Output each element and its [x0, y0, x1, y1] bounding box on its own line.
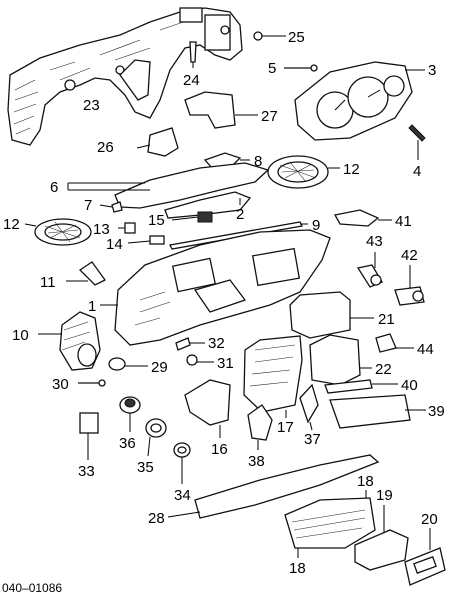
callout-36: 36	[119, 435, 136, 452]
bracket-part-16	[184, 379, 231, 438]
callout-9: 9	[312, 217, 320, 234]
lower-trim-part-28	[167, 454, 380, 519]
callout-17: 17	[277, 419, 294, 436]
callout-1: 1	[88, 298, 96, 315]
trim-strip-part-9	[169, 221, 308, 250]
callout-43: 43	[366, 233, 383, 250]
speaker-part-12-right	[267, 155, 340, 189]
tray-part-39	[329, 394, 426, 429]
switch-part-33	[79, 412, 99, 460]
screw-part-30	[78, 379, 106, 387]
callout-39: 39	[428, 403, 445, 420]
switch-part-43	[356, 252, 383, 288]
callout-24: 24	[183, 72, 200, 89]
vent-part-11	[66, 261, 106, 286]
callout-35: 35	[137, 459, 154, 476]
callout-18-upper: 18	[357, 473, 374, 490]
callout-25: 25	[288, 29, 305, 46]
lower-panel-part-22	[309, 334, 372, 386]
bracket-part-18	[284, 490, 376, 558]
callout-28: 28	[148, 510, 165, 527]
callout-21: 21	[378, 311, 395, 328]
callout-42: 42	[401, 247, 418, 264]
clip-part-44	[375, 333, 414, 353]
instrument-cluster-part	[294, 61, 425, 141]
bracket-part-27	[184, 91, 258, 129]
callout-20: 20	[421, 511, 438, 528]
callout-44: 44	[417, 341, 434, 358]
callout-10: 10	[12, 327, 29, 344]
bolt-part-25	[253, 31, 286, 41]
speaker-part-12-left	[24, 218, 92, 246]
diagram-code: 040–01086	[2, 581, 62, 595]
center-vent-part	[243, 335, 303, 418]
callout-40: 40	[401, 377, 418, 394]
callout-3: 3	[428, 62, 436, 79]
clip-part-32	[175, 337, 205, 351]
dash-frame-part	[7, 7, 243, 146]
clip-part-31	[186, 354, 214, 366]
callout-33: 33	[78, 463, 95, 480]
clip-part-7	[99, 201, 123, 213]
ring-part-35	[145, 418, 167, 457]
callout-31: 31	[217, 355, 234, 372]
callout-7: 7	[84, 197, 92, 214]
ring-part-29	[108, 357, 148, 371]
callout-26: 26	[97, 139, 114, 156]
callout-34: 34	[174, 487, 191, 504]
screw-part-5	[284, 64, 318, 72]
screw-part-4	[408, 124, 426, 160]
callout-16: 16	[211, 441, 228, 458]
callout-23: 23	[83, 97, 100, 114]
bracket-part-37	[299, 383, 319, 431]
callout-27: 27	[261, 108, 278, 125]
clip-part-15	[171, 211, 213, 223]
callout-labels: 25 5 3 24 23 27 26 8 12 4 6 7 2 12 13 15…	[2, 29, 445, 595]
callout-41: 41	[395, 213, 412, 230]
callout-4: 4	[413, 163, 421, 180]
callout-5: 5	[268, 60, 276, 77]
clip-part-14	[127, 235, 165, 245]
bracket-part-19	[354, 505, 409, 571]
dashboard-panel-part	[100, 229, 331, 346]
switch-part-42	[394, 265, 425, 306]
callout-32: 32	[208, 335, 225, 352]
ring-part-34	[173, 442, 191, 484]
callout-2: 2	[236, 206, 244, 223]
callout-15: 15	[148, 212, 165, 229]
callout-22: 22	[375, 361, 392, 378]
upper-dash-pad-part	[67, 162, 270, 219]
side-vent-part-10	[38, 311, 101, 371]
clip-part-13	[118, 222, 136, 234]
callout-37: 37	[304, 431, 321, 448]
callout-18-lower: 18	[289, 560, 306, 577]
bracket-part-38	[247, 404, 273, 450]
knob-part-36	[119, 396, 141, 432]
panel-part-20	[404, 528, 446, 586]
callout-29: 29	[151, 359, 168, 376]
callout-38: 38	[248, 453, 265, 470]
clip-part-24	[189, 41, 197, 68]
callout-11: 11	[40, 274, 56, 291]
callout-19: 19	[376, 487, 393, 504]
glove-box-lid-part	[289, 291, 374, 339]
callout-12-right: 12	[343, 161, 360, 178]
callout-12-left: 12	[3, 216, 20, 233]
trim-part-40	[324, 379, 398, 394]
callout-30: 30	[52, 376, 69, 393]
callout-8: 8	[254, 153, 262, 170]
callout-13: 13	[93, 221, 110, 238]
callout-6: 6	[50, 179, 58, 196]
bracket-part-26	[136, 127, 179, 157]
connector-part-41	[333, 209, 392, 227]
callout-14: 14	[106, 236, 123, 253]
